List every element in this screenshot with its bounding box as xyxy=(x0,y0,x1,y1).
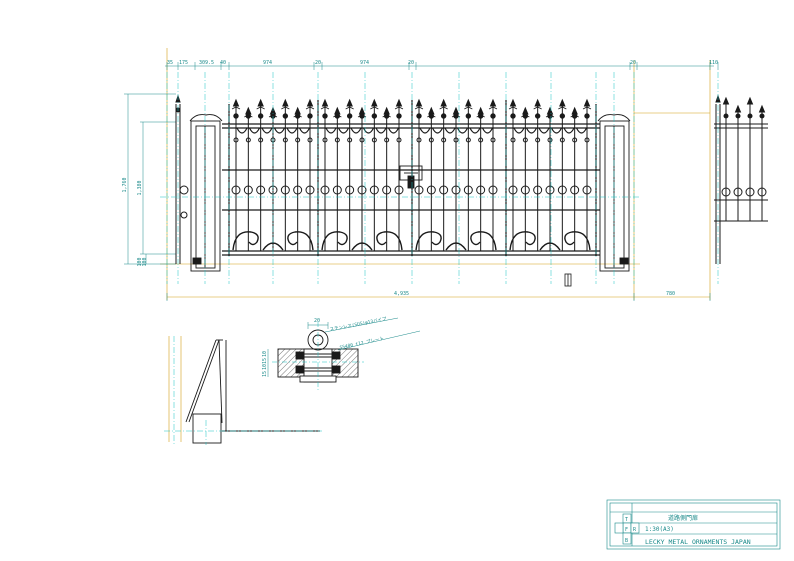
dim-100-a: 100 xyxy=(137,257,143,266)
side-fence xyxy=(714,94,768,264)
view-mark-right: R xyxy=(633,527,637,533)
gate-picket xyxy=(557,98,567,251)
fence-picket xyxy=(745,96,755,221)
dim-974-b: 974 xyxy=(360,60,369,66)
gate-picket xyxy=(520,106,530,251)
gate-picket xyxy=(414,98,424,251)
gate-picket xyxy=(280,98,290,251)
gate-pickets xyxy=(231,98,592,251)
dim-100-b: 100 xyxy=(142,257,148,266)
dim-1380: 1,380 xyxy=(137,180,143,195)
gate-picket xyxy=(451,106,461,251)
gate-picket xyxy=(293,106,303,251)
gate-picket xyxy=(533,98,543,251)
fence-picket xyxy=(721,96,731,221)
center-lines xyxy=(160,72,719,284)
drawing-scale: 1:30(A3) xyxy=(645,526,674,533)
view-mark-top: T xyxy=(625,517,628,523)
title-block: T F R B 道路側門扉 1:30(A3) LECKY METAL ORNAM… xyxy=(606,499,781,550)
gate-picket xyxy=(570,106,580,251)
dim-780: 780 xyxy=(666,291,675,297)
detail-width-dim: 20 xyxy=(314,318,320,324)
gate-picket xyxy=(439,98,449,251)
view-mark-front: F xyxy=(625,527,628,533)
hinge-detail: 20 ステンレス(SUS)φ13パイプ SS400 t12 プレート 10 15… xyxy=(262,316,421,392)
bottom-scroll xyxy=(415,231,497,251)
fence-picket xyxy=(733,104,743,221)
side-dim-1: 10 xyxy=(262,351,268,357)
fence-picket xyxy=(757,104,767,221)
dim-309-5: 309.5 xyxy=(199,60,214,66)
side-section-view xyxy=(164,336,322,445)
dim-4935: 4,935 xyxy=(394,291,409,297)
dim-40: 40 xyxy=(220,60,226,66)
bottom-scroll xyxy=(509,231,591,251)
gate-picket xyxy=(332,106,342,251)
bottom-dimension-lines xyxy=(166,293,711,301)
top-dimension-lines xyxy=(165,62,719,70)
dim-20-a: 20 xyxy=(315,60,321,66)
floor-bolt xyxy=(564,273,572,287)
dim-110: 110 xyxy=(709,60,718,66)
top-curls xyxy=(513,127,588,134)
gate-picket xyxy=(345,98,355,251)
gate-picket xyxy=(305,98,315,251)
bottom-scroll xyxy=(321,231,403,251)
dim-175: 175 xyxy=(179,60,188,66)
top-curls xyxy=(325,127,400,134)
dim-35: 35 xyxy=(167,60,173,66)
gate-latch xyxy=(399,165,423,189)
top-curls xyxy=(236,127,311,134)
view-mark-back: B xyxy=(625,538,628,544)
gate-picket xyxy=(320,98,330,251)
gate-picket xyxy=(426,106,436,251)
dim-20-c: 20 xyxy=(630,60,636,66)
gate-picket xyxy=(582,98,592,251)
drawing-title: 道路側門扉 xyxy=(668,514,698,522)
left-dimension-lines xyxy=(124,93,176,265)
left-pillar xyxy=(189,114,223,272)
side-dim-4: 15 xyxy=(262,371,268,377)
fence-pickets xyxy=(721,96,767,221)
top-curls xyxy=(419,127,494,134)
dim-974-a: 974 xyxy=(263,60,272,66)
gate-picket xyxy=(463,98,473,251)
side-dim-3: 10 xyxy=(262,364,268,370)
dim-1760: 1,760 xyxy=(122,177,128,192)
gate-picket xyxy=(382,106,392,251)
company-name: LECKY METAL ORNAMENTS JAPAN xyxy=(645,538,751,546)
side-dim-2: 15 xyxy=(262,358,268,364)
gate-picket xyxy=(243,106,253,251)
gate-picket xyxy=(488,98,498,251)
gate-elevation xyxy=(175,94,631,287)
gate-picket xyxy=(231,98,241,251)
dim-20-b: 20 xyxy=(408,60,414,66)
gate-picket xyxy=(508,98,518,251)
gate-picket xyxy=(357,106,367,251)
leader-plate: SS400 t12 プレート xyxy=(339,336,384,351)
gate-picket xyxy=(394,98,404,251)
leader-pipe: ステンレス(SUS)φ13パイプ xyxy=(329,316,387,333)
gate-picket xyxy=(369,98,379,251)
gate-picket xyxy=(256,98,266,251)
gate-picket xyxy=(476,106,486,251)
